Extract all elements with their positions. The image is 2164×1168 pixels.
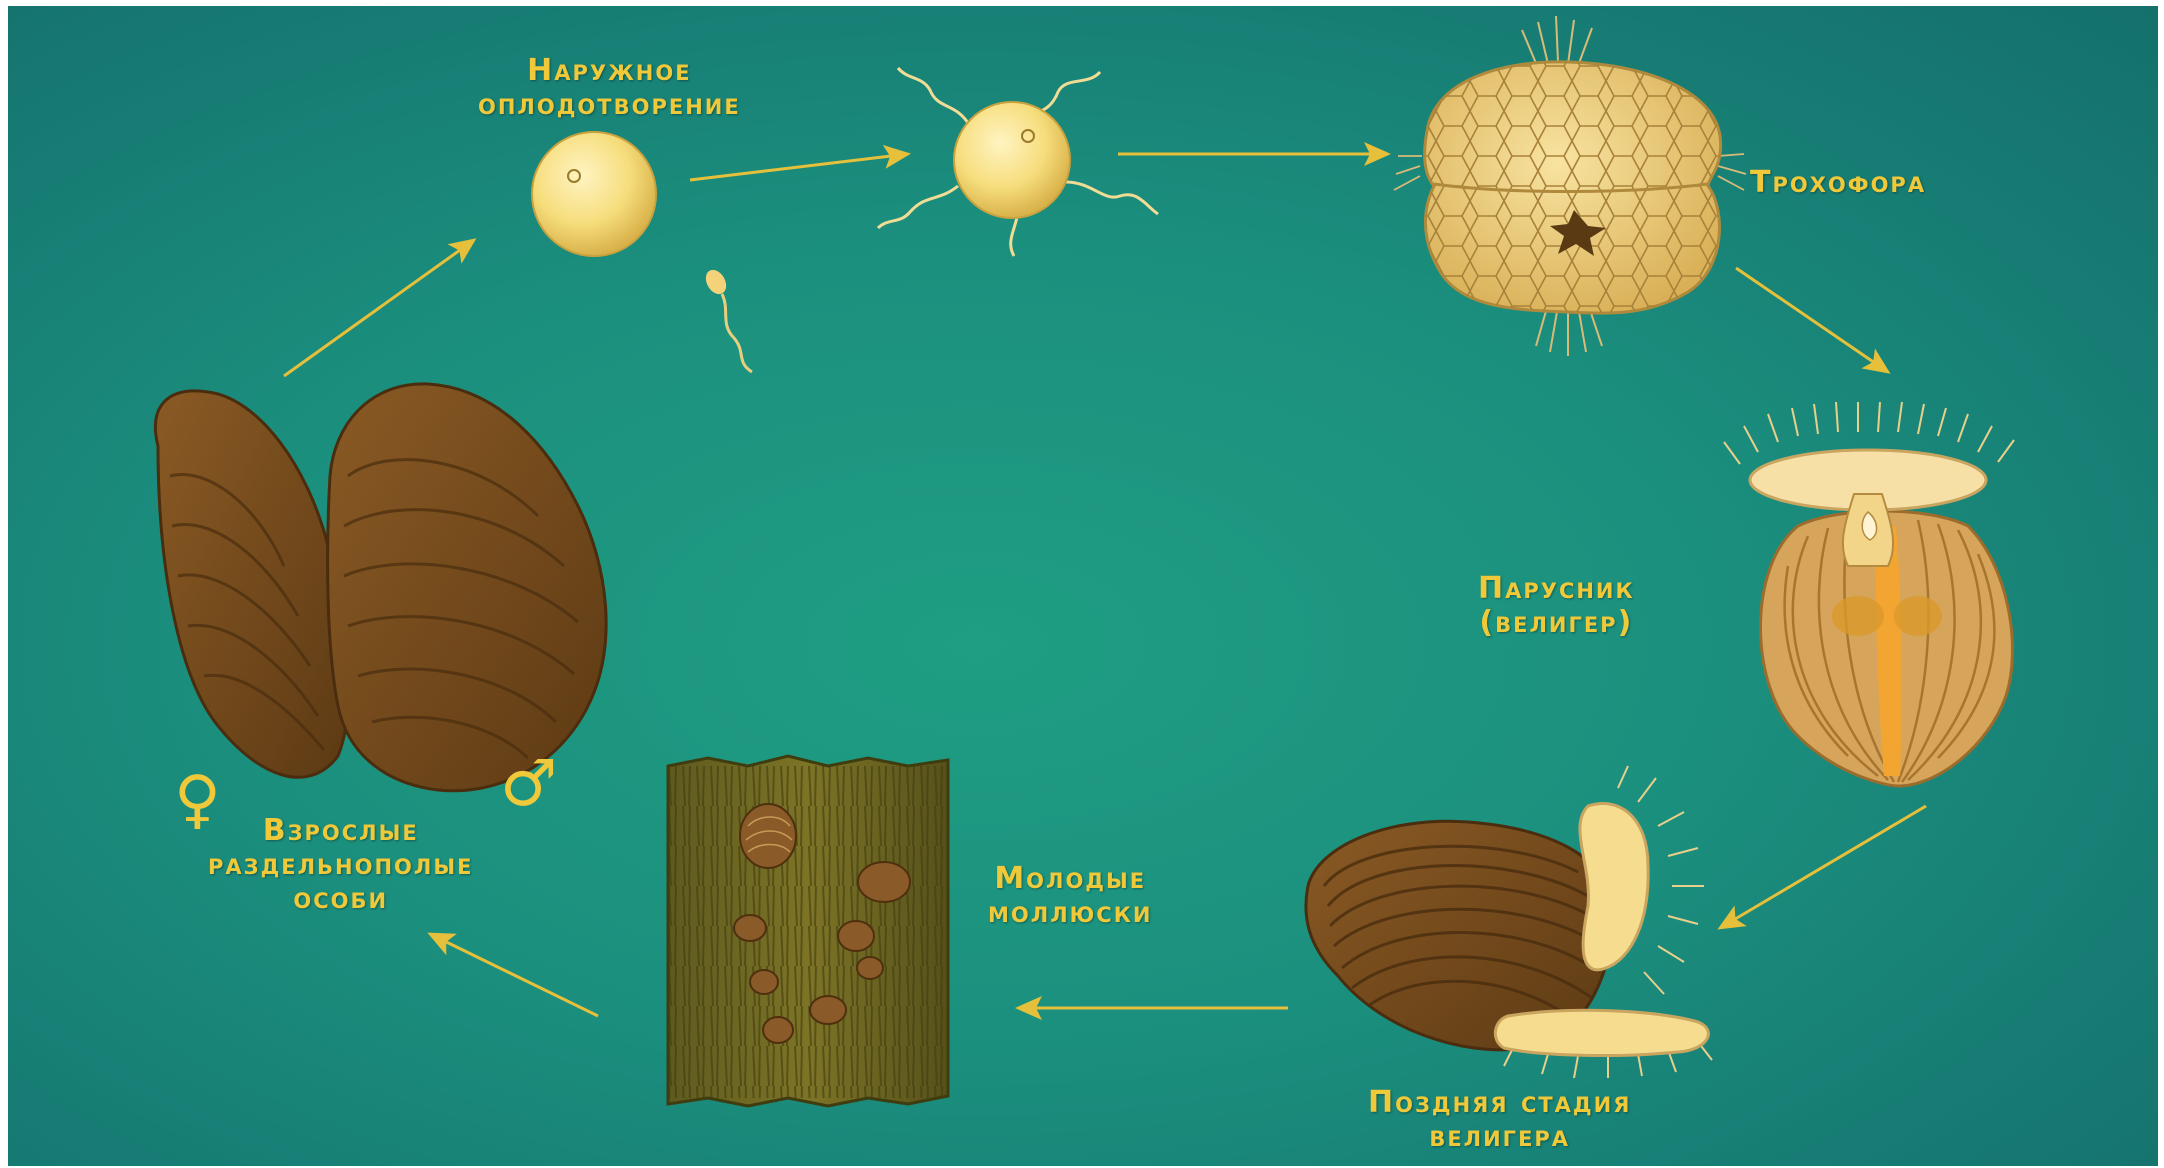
label-fertilization: Наружное оплодотворение bbox=[478, 54, 741, 122]
arrow-adults-to-egg bbox=[284, 240, 474, 376]
juveniles-on-substrate-icon bbox=[668, 756, 948, 1106]
label-trochophore-text: Трохофора bbox=[1750, 166, 1926, 200]
arrow-juveniles-to-adults bbox=[430, 934, 598, 1016]
label-late-veliger: Поздняя стадия велигера bbox=[1368, 1086, 1631, 1154]
label-veliger-line-1: Парусник bbox=[1478, 572, 1635, 606]
label-adults-line-3: особи bbox=[208, 882, 473, 916]
trochophore-icon bbox=[1394, 16, 1746, 356]
adult-oysters-icon bbox=[155, 384, 606, 791]
label-juveniles-line-1: Молодые bbox=[988, 862, 1152, 896]
egg-icon bbox=[532, 132, 656, 256]
label-late-veliger-line-1: Поздняя стадия bbox=[1368, 1086, 1631, 1120]
label-fertilization-line-1: Наружное bbox=[478, 54, 741, 88]
arrow-egg-to-zygote bbox=[690, 154, 908, 180]
male-symbol-icon: ♂ bbox=[500, 752, 557, 816]
label-late-veliger-line-2: велигера bbox=[1368, 1120, 1631, 1154]
zygote-icon bbox=[878, 68, 1158, 256]
arrow-veliger-to-late-veliger bbox=[1720, 806, 1926, 928]
female-symbol-icon: ♀ bbox=[174, 768, 221, 832]
veliger-icon bbox=[1724, 402, 2014, 786]
label-fertilization-line-2: оплодотворение bbox=[478, 88, 741, 122]
late-veliger-icon bbox=[1306, 766, 1712, 1078]
life-cycle-diagram: Наружное оплодотворение Трохофора Парусн… bbox=[8, 6, 2158, 1166]
label-veliger: Парусник (велигер) bbox=[1478, 572, 1635, 640]
label-juveniles-line-2: моллюски bbox=[988, 896, 1152, 930]
label-adults-line-2: раздельнополые bbox=[208, 848, 473, 882]
arrow-trochophore-to-veliger bbox=[1736, 268, 1888, 372]
label-juveniles: Молодые моллюски bbox=[988, 862, 1152, 930]
sperm-icon bbox=[702, 266, 752, 372]
label-adults: Взрослые раздельнополые особи bbox=[208, 814, 473, 916]
label-adults-line-1: Взрослые bbox=[208, 814, 473, 848]
label-veliger-line-2: (велигер) bbox=[1478, 606, 1635, 640]
label-trochophore: Трохофора bbox=[1750, 166, 1926, 200]
